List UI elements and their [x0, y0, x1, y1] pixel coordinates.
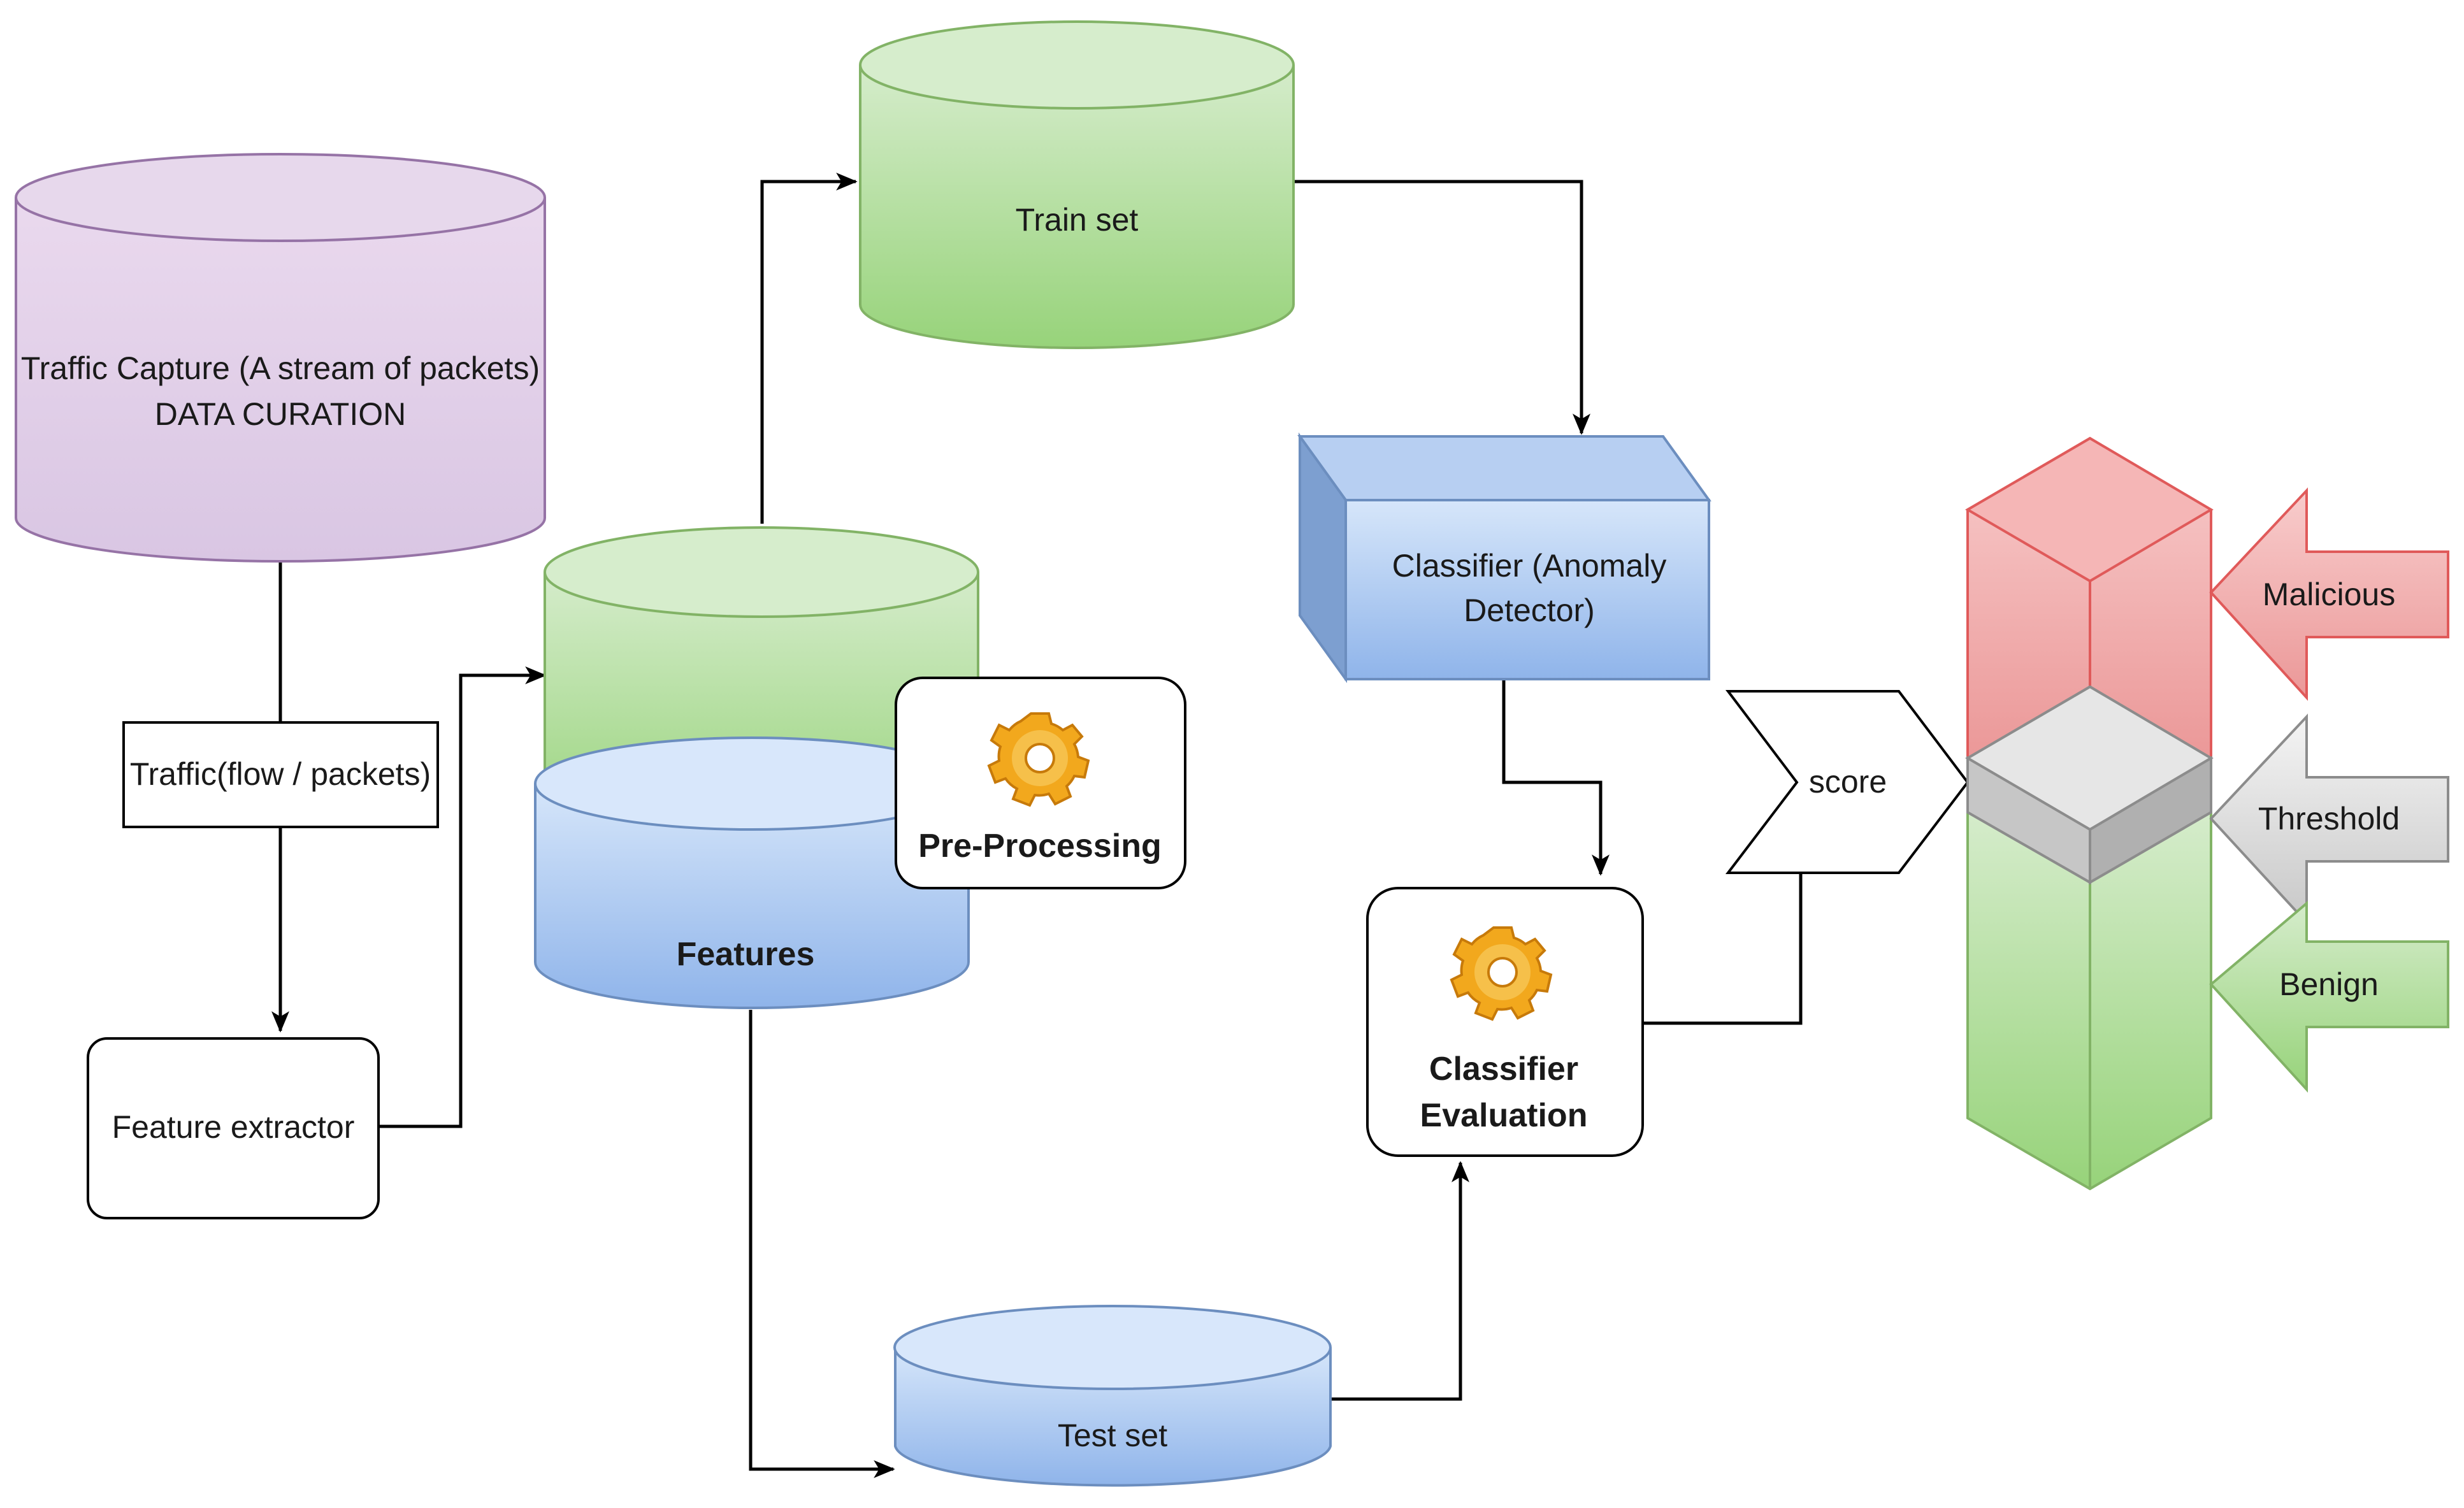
traffic-flow-label: Traffic(flow / packets) [130, 756, 431, 792]
train-set-label: Train set [1016, 202, 1139, 238]
edge-evaluation-to-score [1643, 873, 1803, 1025]
edge-features-to-trainset [760, 173, 858, 524]
edge-extractor-to-features [378, 666, 547, 1128]
pre-processing-box: Pre-Processing [895, 677, 1186, 889]
classifier-evaluation-label-line1: Classifier [1429, 1051, 1578, 1088]
classifier-box: Classifier (Anomaly Detector) [1297, 432, 1711, 684]
edge-testset-to-evaluation [1330, 1161, 1469, 1401]
score-chevron: score [1725, 690, 1970, 874]
threshold-arrow: Threshold [2209, 713, 2449, 926]
benign-label: Benign [2279, 966, 2379, 1002]
train-set-cylinder: Train set [859, 20, 1295, 349]
classifier-label-line1: Classifier (Anomaly [1392, 548, 1667, 584]
traffic-capture-label-line1: Traffic Capture (A stream of packets) [21, 350, 540, 386]
features-label: Features [677, 936, 815, 973]
edge-features-to-testset [749, 1010, 895, 1478]
traffic-capture-cylinder: Traffic Capture (A stream of packets) DA… [15, 153, 546, 563]
traffic-flow-box: Traffic(flow / packets) [122, 721, 439, 828]
edge-trainset-to-classifier [1293, 180, 1590, 435]
test-set-cylinder: Test set [893, 1305, 1332, 1487]
edge-classifier-to-evaluation [1502, 679, 1610, 876]
connectors [271, 173, 1803, 1478]
traffic-capture-label-line2: DATA CURATION [155, 396, 406, 432]
score-label: score [1809, 764, 1887, 800]
pre-processing-label: Pre-Processing [918, 828, 1162, 865]
features-blue-cylinder: Features [534, 736, 970, 1009]
classifier-evaluation-box: Classifier Evaluation [1366, 887, 1644, 1157]
malicious-arrow: Malicious [2209, 487, 2449, 701]
benign-arrow: Benign [2209, 900, 2449, 1093]
classifier-evaluation-label-line2: Evaluation [1420, 1097, 1588, 1134]
feature-extractor-label: Feature extractor [112, 1109, 355, 1145]
malicious-label: Malicious [2263, 577, 2395, 612]
classifier-label-line2: Detector) [1464, 592, 1595, 628]
threshold-label: Threshold [2258, 801, 2400, 837]
feature-extractor-box: Feature extractor [87, 1037, 380, 1219]
threshold-column [1965, 436, 2214, 1191]
test-set-label: Test set [1058, 1418, 1167, 1453]
